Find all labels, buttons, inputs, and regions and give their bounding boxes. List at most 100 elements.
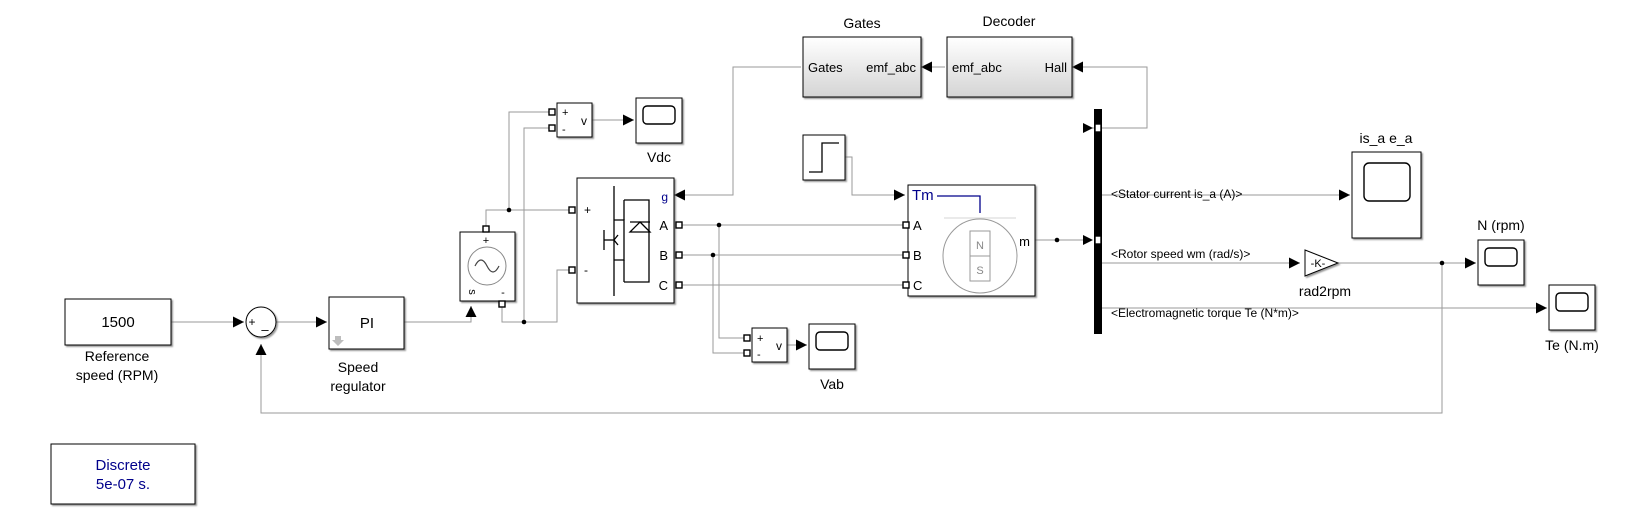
signal-label-rotor-speed: <Rotor speed wm (rad/s)> bbox=[1111, 247, 1250, 261]
source-port-minus[interactable] bbox=[498, 300, 506, 308]
reference-caption-line2: speed (RPM) bbox=[76, 367, 158, 383]
gates-block[interactable]: Gates Gates emf_abc bbox=[802, 15, 922, 98]
wire-step-to-tm[interactable] bbox=[845, 156, 905, 201]
machine-port-a[interactable] bbox=[902, 221, 910, 229]
source-s-label: s bbox=[466, 289, 478, 295]
decoder-out-label: Hall bbox=[1045, 60, 1068, 75]
machine-m-label: m bbox=[1019, 234, 1030, 249]
machine-port-c[interactable] bbox=[902, 281, 910, 289]
vab-voltage-measurement-block[interactable]: + - v bbox=[743, 327, 788, 363]
inverter-port-c[interactable] bbox=[675, 281, 683, 289]
wire-dc-plus[interactable] bbox=[485, 209, 572, 230]
wire-vab-minus[interactable] bbox=[712, 255, 748, 354]
scope-screen-icon bbox=[1555, 292, 1589, 312]
sum-plus-sign: + bbox=[248, 315, 255, 329]
te-scope-caption: Te (N.m) bbox=[1545, 337, 1599, 353]
bus-port-top[interactable] bbox=[1094, 123, 1102, 133]
wire-vab-plus[interactable] bbox=[718, 225, 748, 339]
ac-source-icon bbox=[467, 246, 507, 286]
sine-wave-icon bbox=[474, 259, 500, 273]
vdc-voltage-measurement-block[interactable]: + - v bbox=[548, 102, 593, 138]
vdc-meter-minus: - bbox=[562, 124, 566, 136]
wire-feedback-speed[interactable] bbox=[255, 263, 1443, 414]
motor-stator-icon bbox=[942, 218, 1018, 294]
rad2rpm-gain-block[interactable]: -K- rad2rpm bbox=[1299, 249, 1351, 299]
speed-regulator-block[interactable]: PI Speed regulator bbox=[328, 296, 405, 394]
sum-minus-sign: – bbox=[261, 322, 269, 337]
signal-label-torque: <Electromagnetic torque Te (N*m)> bbox=[1111, 306, 1299, 320]
scope-screen-icon bbox=[642, 105, 676, 125]
decoder-block[interactable]: Decoder emf_abc Hall bbox=[946, 13, 1073, 98]
reference-speed-block[interactable]: 1500 Reference speed (RPM) bbox=[64, 298, 172, 383]
pm-synchronous-machine-block[interactable]: Tm A B C m N S bbox=[902, 184, 1036, 297]
source-plus-label: + bbox=[483, 235, 489, 247]
inverter-c-label: C bbox=[659, 278, 668, 293]
magnet-s-label: S bbox=[976, 265, 983, 277]
vab-scope-caption: Vab bbox=[820, 376, 844, 392]
wire-gates-to-inverter[interactable] bbox=[674, 66, 801, 201]
wire-dc-minus[interactable] bbox=[501, 269, 572, 323]
source-port-plus[interactable] bbox=[482, 225, 490, 233]
inverter-port-b[interactable] bbox=[675, 251, 683, 259]
down-arrow-icon bbox=[332, 336, 344, 346]
vdc-scope-caption: Vdc bbox=[647, 149, 671, 165]
powergui-block[interactable]: Discrete 5e-07 s. bbox=[50, 443, 196, 505]
wire-pi-to-source[interactable] bbox=[404, 306, 477, 323]
bus-top-arrow bbox=[1083, 123, 1093, 133]
decoder-title: Decoder bbox=[983, 13, 1036, 29]
vab-meter-v: v bbox=[776, 339, 782, 353]
machine-port-b[interactable] bbox=[902, 251, 910, 259]
vab-meter-plus: + bbox=[757, 333, 763, 345]
pi-caption-line1: Speed bbox=[338, 359, 378, 375]
vdc-meter-v: v bbox=[581, 114, 587, 128]
inverter-g-label: g bbox=[661, 190, 668, 204]
vab-meter-port-plus[interactable] bbox=[743, 334, 751, 342]
sum-block[interactable]: + – bbox=[245, 306, 277, 338]
inverter-minus-label: - bbox=[584, 263, 588, 277]
gain-label: -K- bbox=[1311, 258, 1326, 270]
vdc-meter-port-minus[interactable] bbox=[548, 124, 556, 132]
inverter-port-plus[interactable] bbox=[568, 206, 576, 214]
vab-scope-block[interactable]: Vab bbox=[808, 323, 856, 392]
inverter-plus-label: + bbox=[584, 203, 591, 217]
scope-screen-icon bbox=[1363, 162, 1411, 202]
speed-rpm-scope-block[interactable]: N (rpm) bbox=[1477, 217, 1525, 286]
machine-a-label: A bbox=[913, 218, 922, 233]
wire-vdc-minus[interactable] bbox=[523, 127, 552, 322]
bus-selector-block[interactable] bbox=[1083, 109, 1102, 334]
source-minus-label: - bbox=[501, 287, 505, 299]
reference-value: 1500 bbox=[101, 314, 134, 331]
gates-out-label: emf_abc bbox=[866, 60, 916, 75]
igbt-diode-icon bbox=[603, 186, 652, 296]
gates-in-label: Gates bbox=[808, 60, 843, 75]
torque-scope-block[interactable]: Te (N.m) bbox=[1545, 284, 1599, 353]
isa-ea-scope-block[interactable]: is_a e_a bbox=[1351, 130, 1422, 239]
gates-title: Gates bbox=[843, 15, 880, 31]
vab-meter-port-minus[interactable] bbox=[743, 349, 751, 357]
powergui-line2: 5e-07 s. bbox=[96, 476, 150, 493]
step-icon bbox=[809, 142, 839, 173]
vdc-meter-port-plus[interactable] bbox=[548, 108, 556, 116]
junctions bbox=[506, 207, 1445, 325]
inverter-port-minus[interactable] bbox=[568, 266, 576, 274]
magnet-n-label: N bbox=[976, 240, 984, 252]
inverter-port-a[interactable] bbox=[675, 221, 683, 229]
junction-dot bbox=[521, 319, 527, 325]
gain-caption: rad2rpm bbox=[1299, 283, 1351, 299]
step-block[interactable] bbox=[802, 134, 846, 181]
dc-voltage-source-block[interactable]: + s - bbox=[459, 225, 516, 308]
wire-vdc-plus[interactable] bbox=[508, 111, 552, 210]
scope-screen-icon bbox=[815, 331, 849, 351]
bus-input-arrow bbox=[1083, 235, 1093, 245]
tm-link-line bbox=[937, 195, 981, 213]
wire-hall-feedback[interactable] bbox=[1072, 61, 1148, 129]
isa-scope-caption: is_a e_a bbox=[1360, 130, 1413, 146]
pi-caption-line2: regulator bbox=[330, 378, 386, 394]
inverter-bridge-block[interactable]: + - g A B C bbox=[568, 177, 683, 304]
bus-port-input[interactable] bbox=[1094, 235, 1102, 245]
scope-screen-icon bbox=[1484, 247, 1518, 267]
junction-dot bbox=[506, 207, 512, 213]
junction-dot bbox=[1439, 260, 1445, 266]
vdc-scope-block[interactable]: Vdc bbox=[635, 97, 683, 165]
inverter-b-label: B bbox=[659, 248, 668, 263]
